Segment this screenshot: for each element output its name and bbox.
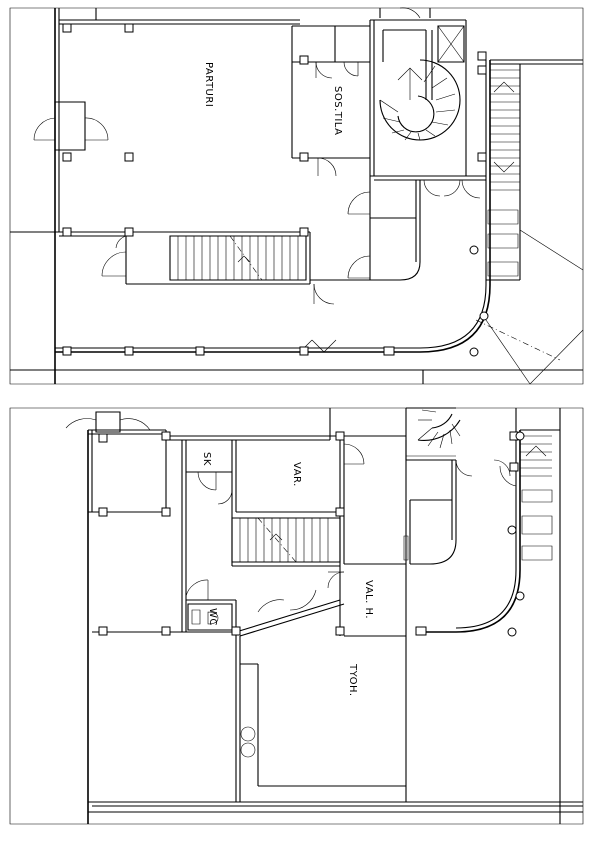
upper-spiral-stair (380, 60, 460, 140)
upper-plan-frame (10, 8, 583, 384)
lower-main-stair (232, 518, 340, 562)
lower-doors (186, 444, 516, 612)
upper-floor-plan: PARTURI SOS.TILA (10, 8, 583, 384)
upper-columns (63, 24, 488, 356)
room-label-sos-tila: SOS.TILA (332, 86, 343, 135)
lower-plan-frame (10, 408, 583, 824)
upper-main-stair (170, 236, 306, 280)
lower-entrance-doors (66, 412, 150, 432)
lower-outer-walls (88, 408, 583, 824)
upper-interior-walls (59, 8, 583, 284)
upper-entrance-vestibule (34, 102, 108, 150)
lower-wc-fixtures (188, 604, 255, 757)
lower-interior-walls (92, 408, 560, 802)
upper-doors (102, 8, 480, 352)
upper-side-stair (488, 70, 520, 276)
lower-floor-plan: SK VAR. WC VAL. H. TYOH. (10, 408, 583, 824)
room-label-parturi: PARTURI (203, 62, 214, 107)
lower-columns (99, 432, 524, 636)
lower-spiral-stair (406, 410, 460, 456)
room-label-sk: SK (201, 452, 212, 466)
upper-outer-walls (10, 8, 583, 384)
room-label-tyoh: TYOH. (347, 663, 358, 697)
upper-lift-shaft (438, 26, 464, 62)
lower-side-stair (520, 436, 552, 560)
room-label-val-h: VAL. H. (363, 580, 374, 619)
room-label-var: VAR. (291, 462, 302, 487)
upper-exterior-lines (476, 230, 583, 384)
room-label-wc: WC (207, 608, 218, 626)
